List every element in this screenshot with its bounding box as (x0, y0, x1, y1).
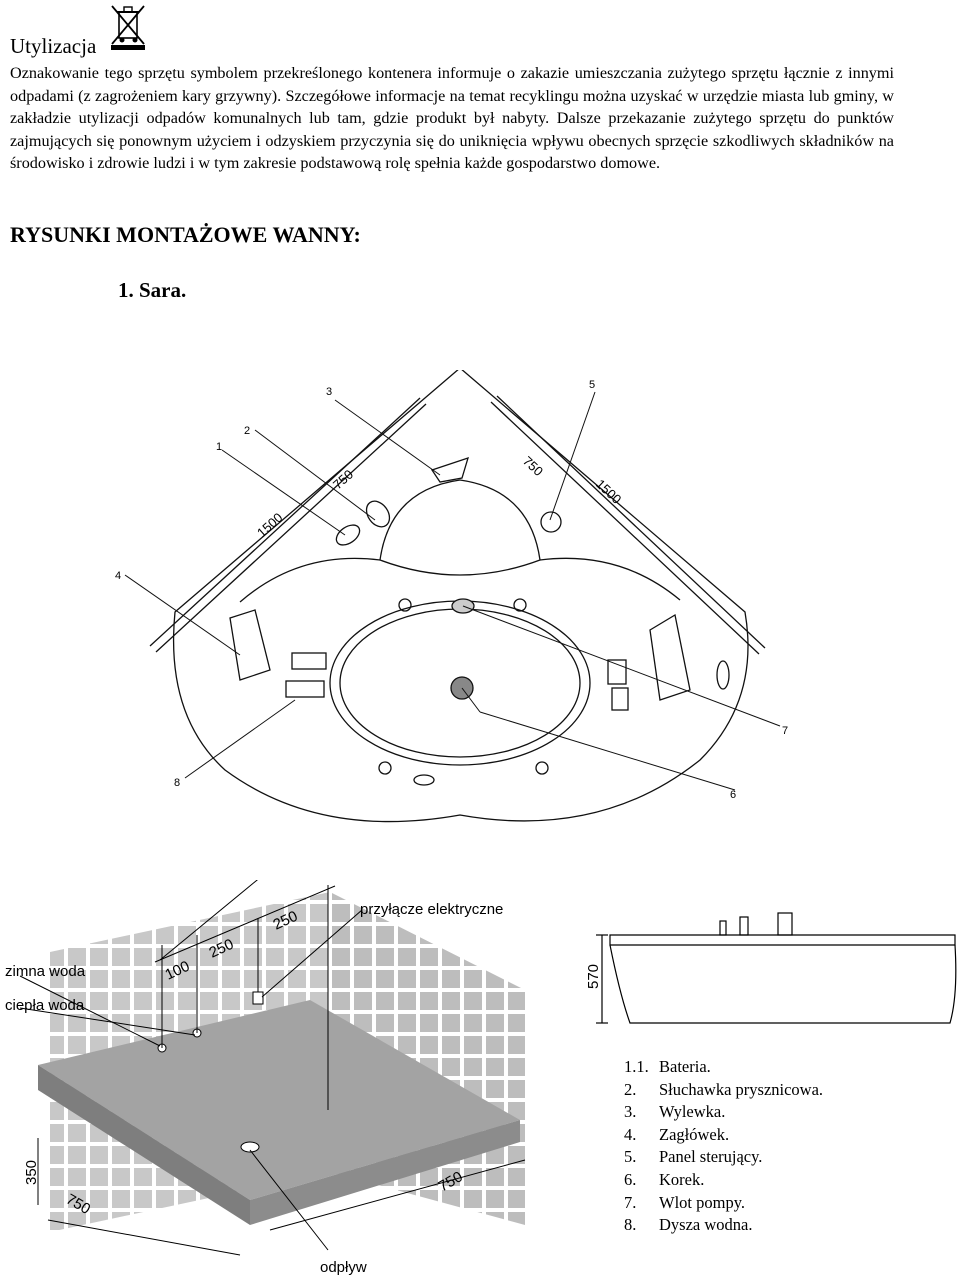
tub-outline (172, 370, 749, 823)
callout-6: 6 (730, 789, 736, 801)
dim-350: 350 (23, 1160, 40, 1185)
dim-570: 570 (585, 964, 602, 989)
legend-item: 1.1. Bateria. (624, 1056, 823, 1079)
headrest-seat (379, 479, 541, 576)
callout-4: 4 (115, 570, 121, 582)
parts-legend: 1.1. Bateria. 2. Słuchawka prysznicowa. 3.… (624, 1056, 823, 1237)
water-jet (398, 598, 412, 612)
legend-text: Zagłówek. (659, 1124, 730, 1144)
control-panel-icon (540, 511, 562, 533)
section-title: RYSUNKI MONTAŻOWE WANNY: (10, 222, 361, 247)
electric-box (252, 991, 264, 1005)
water-jet (378, 761, 392, 775)
legend-num: 1.1. (624, 1057, 649, 1076)
heading-text: Utylizacja (10, 34, 97, 58)
jet-panel (607, 659, 627, 685)
headrest-right (649, 613, 691, 701)
faucet-icon (335, 524, 361, 546)
jet-panel (291, 652, 327, 670)
callout-2: 2 (244, 425, 250, 437)
water-jet (413, 774, 435, 786)
callout-8: 8 (174, 777, 180, 789)
legend-item: 7. Wlot pompy. (624, 1192, 823, 1215)
jet-panel (611, 687, 629, 711)
legend-item: 4. Zagłówek. (624, 1124, 823, 1147)
water-jet (513, 598, 527, 612)
water-jet (535, 761, 549, 775)
label-drain: odpływ (320, 1259, 367, 1276)
legend-num: 2. (624, 1079, 637, 1099)
legend-text: Panel sterujący. (659, 1147, 763, 1167)
label-hot-water: ciepła woda (5, 997, 85, 1014)
installation-diagram: przyłącze elektryczne zimna woda ciepła … (5, 880, 526, 1276)
legend-text: Dysza wodna. (659, 1215, 753, 1235)
legend-text: Bateria. (659, 1057, 711, 1076)
dim-line-right-outer (496, 395, 766, 649)
legend-item: 6. Korek. (624, 1169, 823, 1192)
dim-right-750: 750 (520, 453, 546, 479)
legend-num: 4. (624, 1124, 637, 1144)
legend-item: 3. Wylewka. (624, 1101, 823, 1124)
legend-num: 5. (624, 1147, 637, 1167)
jet-panel (285, 680, 325, 698)
callout-1: 1 (216, 441, 222, 453)
headrest-left (229, 609, 271, 681)
legend-num: 6. (624, 1169, 637, 1189)
spout-icon (430, 456, 469, 483)
dim-line-left-outer (149, 397, 421, 647)
callout-7: 7 (782, 725, 788, 737)
crossed-out-bin-icon (111, 5, 145, 50)
bathtub-side-view: 570 (585, 912, 957, 1024)
disposal-paragraph: Oznakowanie tego sprzętu symbolem przekr… (10, 64, 894, 173)
page-heading: Utylizacja (10, 34, 96, 59)
legend-text: Wlot pompy. (659, 1192, 746, 1212)
legend-num: 8. (624, 1215, 637, 1235)
legend-num: 3. (624, 1102, 637, 1122)
callout-5: 5 (589, 379, 595, 391)
legend-item: 5. Panel sterujący. (624, 1146, 823, 1169)
model-title: 1. Sara. (118, 278, 187, 302)
drain-hole (240, 1141, 260, 1153)
legend-text: Korek. (659, 1169, 705, 1189)
legend-text: Wylewka. (659, 1102, 726, 1122)
callout-3: 3 (326, 386, 332, 398)
shower-handset-icon (365, 500, 391, 528)
overflow-icon (716, 660, 730, 690)
label-cold-water: zimna woda (5, 963, 86, 980)
bathtub-top-view: 1 2 3 4 5 6 7 8 1500 750 750 1500 (115, 370, 788, 823)
legend-text: Słuchawka prysznicowa. (659, 1079, 824, 1099)
legend-num: 7. (624, 1192, 637, 1212)
label-electric: przyłącze elektryczne (360, 901, 503, 918)
legend-item: 8. Dysza wodna. (624, 1214, 823, 1237)
legend-item: 2. Słuchawka prysznicowa. (624, 1079, 823, 1102)
